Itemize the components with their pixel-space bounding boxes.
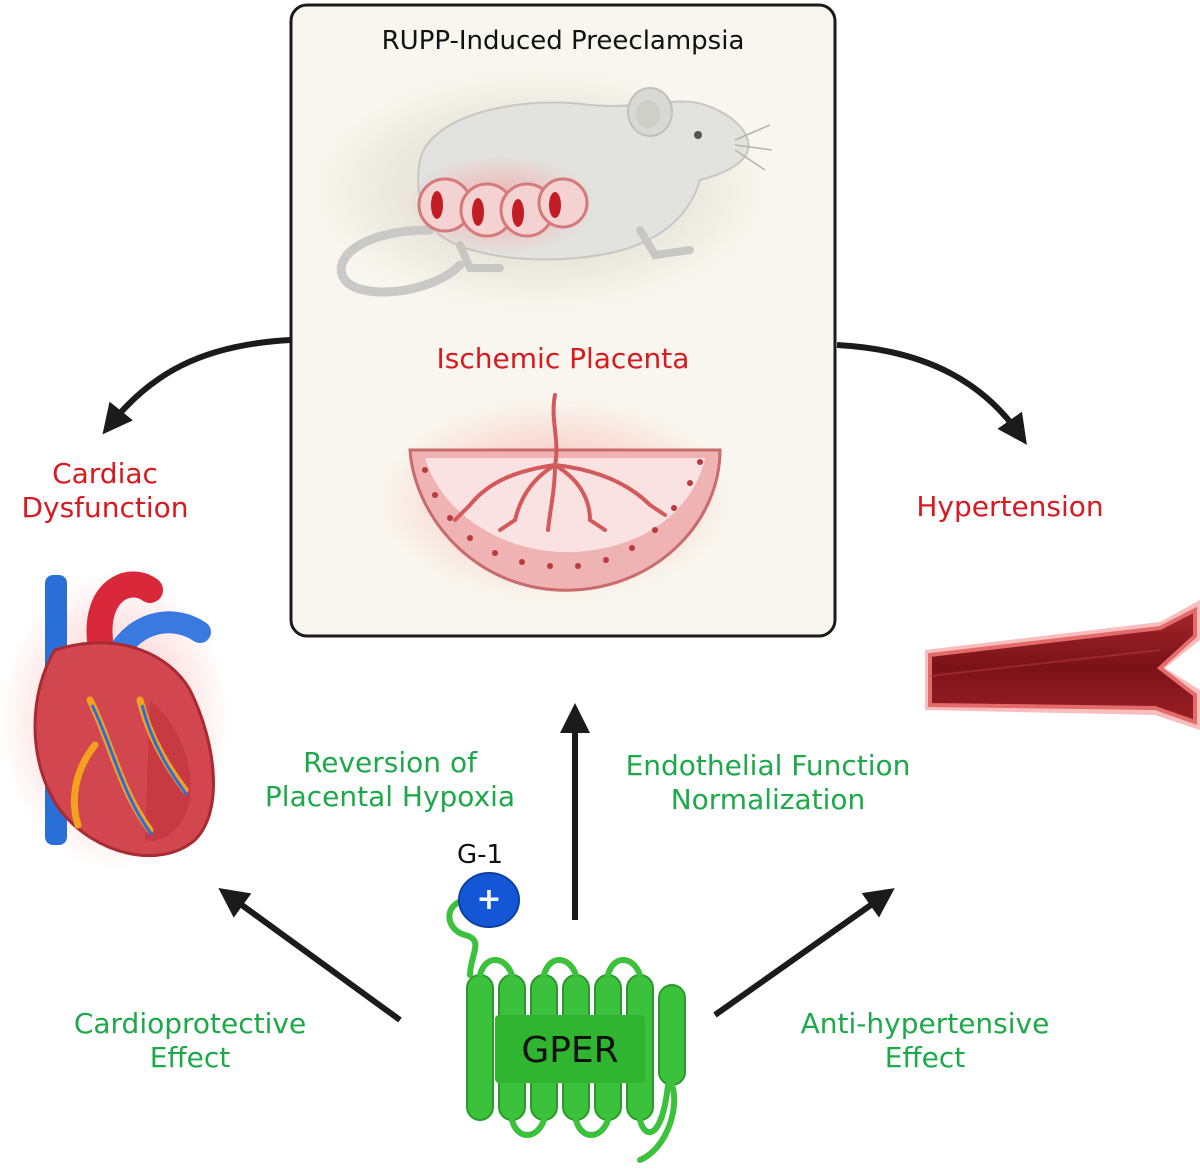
heart-illustration [0,570,230,870]
reversion-line-2: Placental Hypoxia [264,780,516,814]
reversion-line-1: Reversion of [303,746,477,779]
arrow-to-hypertension [836,342,1027,445]
arrow-cardioprotective [218,887,402,1023]
cardioprotective-line-1: Cardioprotective [73,1007,307,1040]
antihypertensive-label: Anti-hypertensive Effect [770,1007,1080,1075]
gper-receptor [446,895,686,1163]
arrow-to-cardiac-dysfunction [102,337,291,435]
hypertension-label: Hypertension [916,490,1104,523]
cardiac-line-2: Dysfunction [21,491,189,525]
cardioprotective-line-2: Effect [149,1041,231,1075]
antihypertensive-line-2: Effect [884,1041,966,1075]
g1-ligand [458,872,520,928]
blood-vessel-illustration [925,600,1200,730]
ischemic-placenta-label: Ischemic Placenta [436,342,690,375]
gper-label: GPER [521,1030,619,1071]
rat-illustration [310,70,773,310]
reversion-label: Reversion of Placental Hypoxia [240,746,540,814]
endothelial-line-1: Endothelial Function [625,749,911,782]
cardiac-line-1: Cardiac [52,457,158,490]
cardiac-dysfunction-label: Cardiac Dysfunction [0,457,210,525]
arrow-antihypertensive [713,888,895,1018]
endothelial-label: Endothelial Function Normalization [598,749,938,817]
g1-plus-sign: + [476,882,502,917]
antihypertensive-line-1: Anti-hypertensive [800,1007,1050,1040]
g1-label: G-1 [456,840,504,870]
placenta-illustration [380,393,730,600]
box-title: RUPP-Induced Preeclampsia [381,26,745,56]
endothelial-line-2: Normalization [670,783,866,817]
cardioprotective-label: Cardioprotective Effect [40,1007,340,1075]
